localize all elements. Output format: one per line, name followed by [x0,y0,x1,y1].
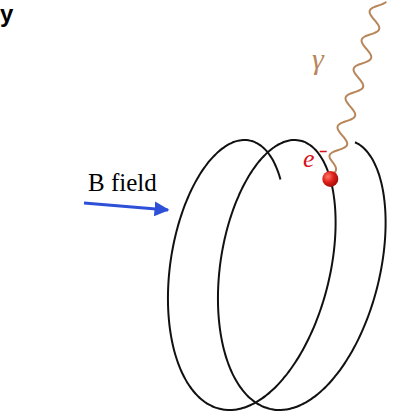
helix-path [168,140,386,410]
photon-label: γ [312,44,324,74]
field-label: B field [88,170,157,195]
electron-label: e⁻ [303,146,324,172]
title-fragment: y [0,2,13,26]
photon-wave [329,2,386,179]
field-arrow [84,203,168,210]
electron-dot [322,171,338,187]
